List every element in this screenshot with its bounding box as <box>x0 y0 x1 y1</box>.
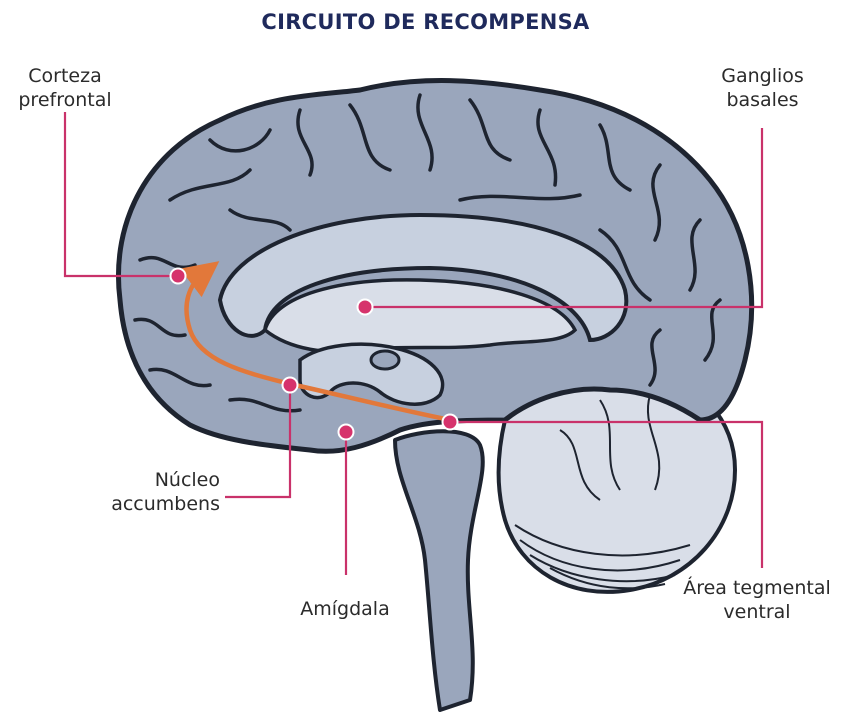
label-prefrontal-cortex: Corteza prefrontal <box>18 65 112 111</box>
marker-accumbens <box>281 376 299 394</box>
leader-prefrontal <box>63 112 178 278</box>
corpus-callosum <box>217 212 629 343</box>
marker-basal-ganglia <box>356 298 374 316</box>
label-ventral-tegmental-area: Área tegmental ventral <box>683 577 831 623</box>
label-amygdala: Amígdala <box>300 598 390 620</box>
cerebellum-folia <box>514 394 691 590</box>
marker-prefrontal <box>169 267 187 285</box>
marker-vta <box>441 413 459 431</box>
label-nucleus-accumbens: Núcleo accumbens <box>111 469 220 515</box>
cortex-folds <box>133 93 722 413</box>
midbrain-oval <box>369 349 401 371</box>
leader-vta <box>450 420 764 568</box>
brain-stem <box>393 429 485 712</box>
diagram-title: CIRCUITO DE RECOMPENSA <box>261 10 590 34</box>
marker-amygdala <box>337 423 355 441</box>
leader-accumbens <box>225 385 292 499</box>
label-basal-ganglia: Ganglios basales <box>721 65 804 111</box>
reward-pathway-arrow <box>179 261 453 423</box>
leader-lines <box>63 112 764 575</box>
leader-basal <box>365 128 764 309</box>
